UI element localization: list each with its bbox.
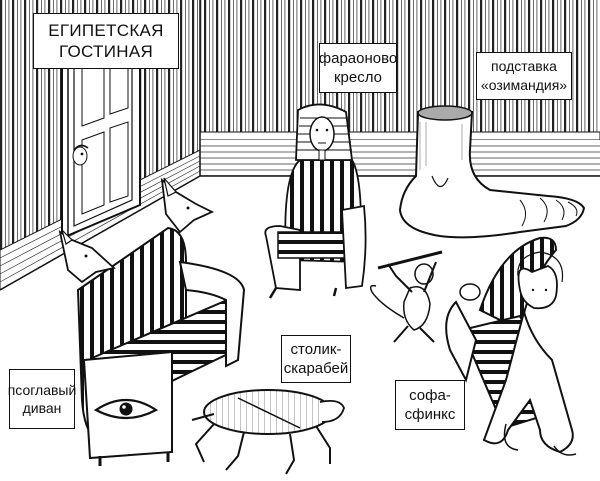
monkey-with-staff [369, 250, 443, 343]
eye-of-horus-emblem [93, 399, 159, 420]
ozymandias-foot-stand [398, 105, 586, 239]
room-title-line2: ГОСТИНАЯ [58, 42, 154, 61]
scarab-table-label-line1: столик- [290, 341, 342, 358]
sphinx-sofa-label-line2: сфинкс [404, 406, 456, 423]
pharaoh-chair-label-line1: фараоново [318, 50, 398, 67]
sphinx-sofa-label-line1: софа- [409, 387, 451, 404]
room-title-sign: ЕГИПЕТСКАЯ ГОСТИНАЯ [33, 13, 179, 69]
pharaoh-chair [264, 103, 367, 299]
scarab-table-label: столик- скарабей [281, 335, 351, 383]
door [61, 18, 141, 240]
dog-headed-couch [58, 177, 246, 466]
ozymandias-stand-label-line1: подставка [491, 58, 557, 74]
sphinx-sofa-label: софа- сфинкс [395, 380, 465, 430]
dog-headed-couch-label-line2: диван [22, 400, 62, 416]
ozymandias-stand-label-line2: «озимандия» [480, 77, 568, 93]
sphinx-sofa [445, 236, 577, 456]
pharaoh-chair-label-line2: кресло [333, 69, 382, 86]
pharaoh-chair-label: фараоново кресло [319, 43, 397, 93]
ozymandias-stand-label: подставка «озимандия» [476, 52, 572, 100]
dog-headed-couch-label-line1: псоглавый [7, 382, 77, 398]
room-title-line1: ЕГИПЕТСКАЯ [48, 21, 164, 40]
scarab-table-label-line2: скарабей [283, 360, 349, 377]
scarab-table [191, 389, 345, 475]
dog-headed-couch-label: псоглавый диван [7, 369, 77, 429]
